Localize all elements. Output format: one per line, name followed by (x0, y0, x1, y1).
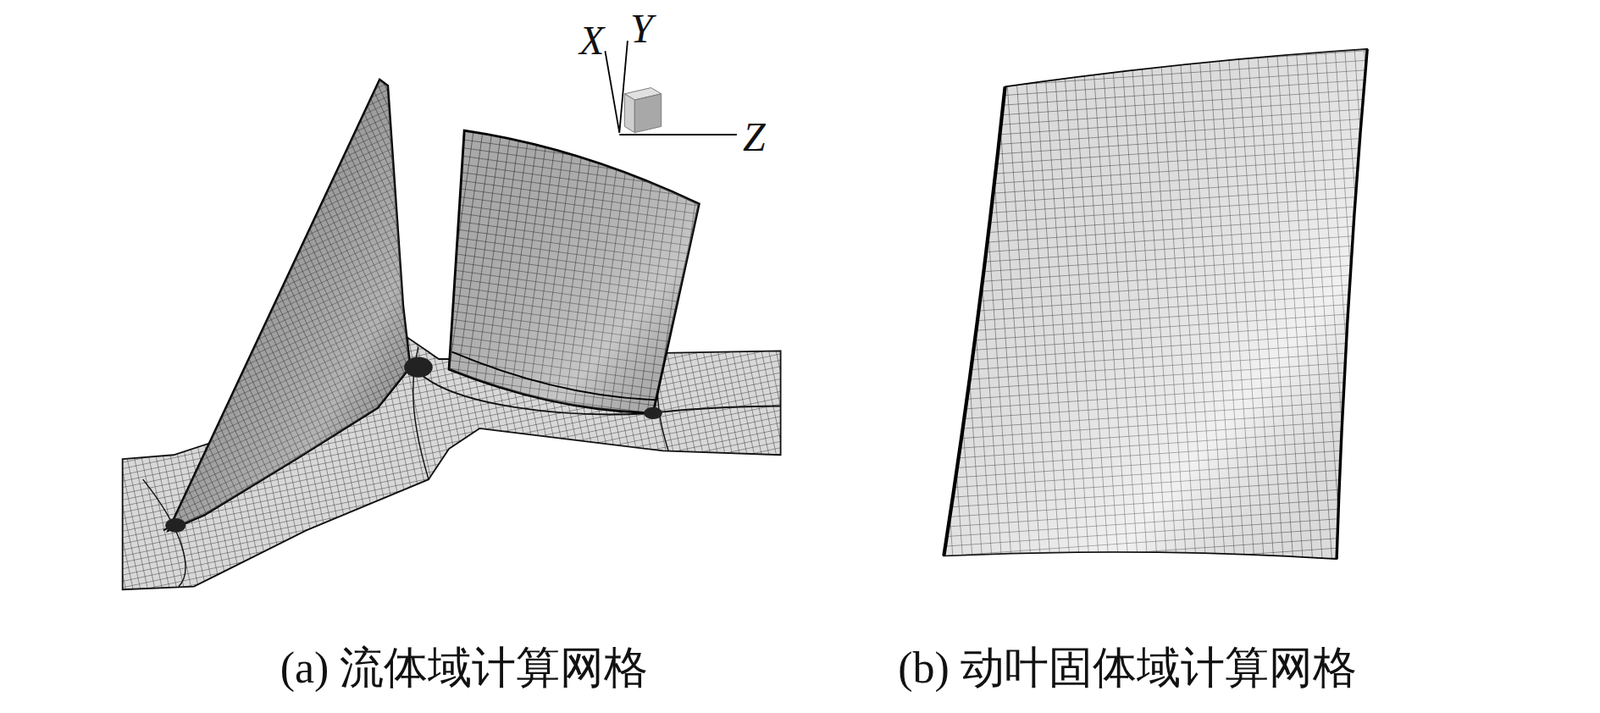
figure-caption: (a) 流体域计算网格 (280, 643, 649, 693)
axis-label: X (579, 18, 604, 64)
axis-label: Y (630, 6, 654, 52)
axis-triad (604, 40, 737, 135)
axis-label: Z (742, 115, 766, 161)
figure-caption: (b) 动叶固体域计算网格 (897, 643, 1357, 693)
